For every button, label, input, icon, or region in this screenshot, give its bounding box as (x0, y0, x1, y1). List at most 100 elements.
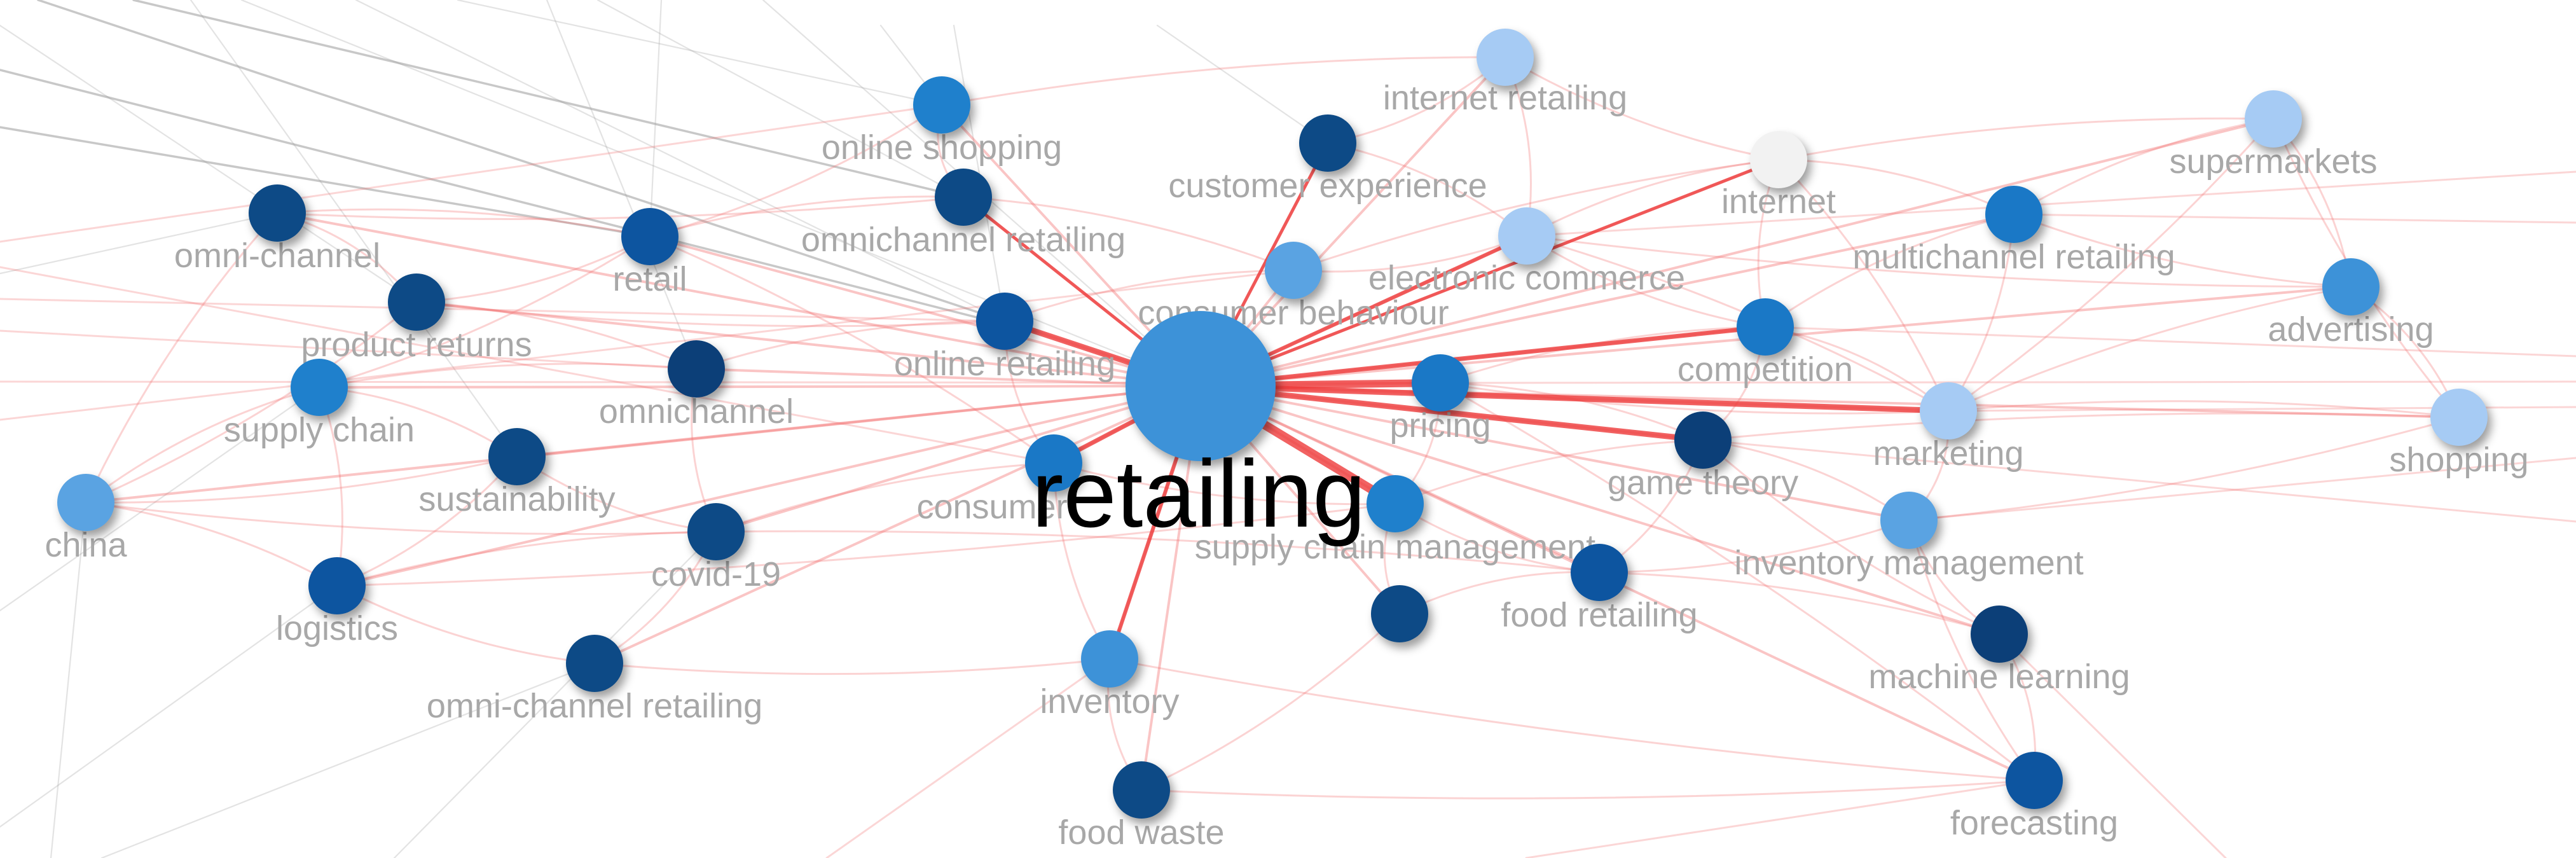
node-game-theory[interactable] (1674, 412, 1732, 469)
node-consumer[interactable] (1025, 434, 1082, 492)
node-consumer-behaviour[interactable] (1265, 242, 1322, 299)
node-label-covid-19: covid-19 (651, 555, 781, 593)
link-china-product-returns (85, 301, 417, 504)
node-omnichannel[interactable] (668, 340, 725, 398)
node-label-internet: internet (1721, 183, 1836, 221)
strong-link-retailing-internet (1199, 158, 1780, 388)
node-advertising[interactable] (2322, 258, 2380, 315)
link-retail-online-shopping (649, 104, 942, 238)
node-marketing[interactable] (1920, 382, 1977, 439)
link-forecasting-food-waste (1141, 779, 2035, 799)
link-retailing-china (85, 385, 1202, 504)
link-forecasting-pricing (1440, 382, 2035, 782)
node-multichannel-retailing[interactable] (1985, 186, 2042, 243)
link-multichannel-retailing-advertising (2013, 213, 2352, 288)
node-internet-retailing[interactable] (1477, 29, 1534, 86)
node-label-electronic-commerce: electronic commerce (1368, 259, 1685, 297)
link-edge-pricing (1439, 380, 2576, 384)
node-covid-19[interactable] (687, 503, 745, 560)
link-retailing-omnichannel (695, 368, 1202, 387)
node-label-retail: retail (612, 260, 687, 298)
node-inventory-management[interactable] (1880, 492, 1938, 549)
link-inventory-management-forecasting (1908, 520, 2035, 781)
node-product-returns[interactable] (388, 273, 445, 331)
strong-link-retailing-game-theory (1197, 383, 1706, 443)
node-customer-experience[interactable] (1299, 114, 1356, 172)
link-retailing-supermarkets (1199, 118, 2275, 387)
link-retailing-product-returns (415, 301, 1202, 387)
grey-link (189, 0, 518, 458)
node-logistics[interactable] (308, 557, 366, 614)
node-supply-chain-management[interactable] (1367, 475, 1424, 532)
node-node-unlabeled[interactable] (1371, 585, 1428, 642)
link-logistics-supply-chain-management (336, 502, 1396, 587)
node-label-supermarkets: supermarkets (2169, 142, 2377, 181)
link-omnichannel-retailing-consumer-behaviour (963, 196, 1294, 272)
link-consumer-behaviour-online-retailing (1004, 269, 1294, 322)
link-retailing-machine-learning (1199, 385, 2001, 635)
link-advertising-marketing (1948, 286, 2352, 412)
node-label-product-returns: product returns (301, 326, 532, 364)
link-retailing-inventory-management (1199, 385, 1910, 522)
node-china[interactable] (57, 474, 114, 531)
link-edge-multichannel-retailing (2013, 213, 2576, 224)
node-competition[interactable] (1737, 298, 1794, 356)
node-label-sustainability: sustainability (418, 480, 615, 518)
link-china-omni-channel (85, 212, 279, 503)
link-game-theory-machine-learning (1702, 439, 2000, 635)
node-food-waste[interactable] (1113, 761, 1170, 819)
link-consumer-supply-chain-management (1053, 462, 1396, 506)
link-china-sustainability (85, 455, 518, 504)
link-edge-electronic-commerce (1526, 170, 2576, 237)
node-omni-channel-retailing[interactable] (566, 635, 623, 692)
node-omni-channel[interactable] (249, 184, 306, 242)
link-retail-omnichannel-retailing (649, 195, 964, 238)
grey-link (355, 0, 1006, 322)
node-pricing[interactable] (1412, 354, 1469, 412)
link-product-returns-online-retailing (416, 301, 1005, 328)
node-online-shopping[interactable] (913, 76, 970, 134)
link-electronic-commerce-consumer-behaviour (1293, 235, 1527, 273)
node-retail[interactable] (621, 208, 678, 265)
link-logistics-omni-channel-retailing (336, 585, 595, 665)
link-internet-marketing (1777, 158, 1950, 412)
grey-link (0, 24, 418, 303)
node-retailing[interactable] (1126, 311, 1276, 461)
node-electronic-commerce[interactable] (1498, 207, 1555, 265)
grey-link (0, 126, 651, 238)
link-marketing-pricing (1440, 382, 1949, 415)
link-edge-competition (1764, 326, 2576, 357)
node-inventory[interactable] (1081, 630, 1138, 688)
node-forecasting[interactable] (2006, 752, 2063, 809)
node-label-omnichannel: omnichannel (599, 392, 794, 431)
grey-link (100, 662, 596, 858)
link-internet-multichannel-retailing (1778, 158, 2015, 216)
node-shopping[interactable] (2430, 389, 2488, 446)
node-supermarkets[interactable] (2245, 90, 2302, 148)
grey-link (0, 69, 993, 322)
node-food-retailing[interactable] (1571, 544, 1628, 601)
grey-link (132, 0, 965, 198)
link-internet-supermarkets (1778, 117, 2274, 161)
link-omni-channel-omnichannel-retailing (277, 196, 964, 220)
node-supply-chain[interactable] (291, 359, 348, 416)
link-china-supply-chain (85, 386, 320, 504)
link-logistics-covid-19 (336, 530, 717, 587)
link-retail-consumer (649, 235, 1054, 464)
link-edge-consumer-behaviour (0, 269, 1295, 421)
node-internet[interactable] (1750, 131, 1807, 188)
strong-link-retailing-competition (1198, 324, 1768, 389)
node-label-omnichannel-retailing: omnichannel retailing (801, 221, 1126, 259)
link-online-shopping-internet-retailing (941, 56, 1506, 106)
grey-link (1156, 24, 1329, 144)
link-supply-chain-retail (319, 235, 651, 389)
link-edge-consumer (0, 266, 1055, 464)
node-sustainability[interactable] (488, 428, 546, 485)
node-label-food-retailing: food retailing (1501, 596, 1697, 634)
grey-link (50, 501, 87, 858)
node-machine-learning[interactable] (1971, 605, 2028, 663)
node-label-china: china (45, 526, 127, 564)
node-online-retailing[interactable] (976, 293, 1033, 350)
node-omnichannel-retailing[interactable] (935, 169, 992, 226)
link-omni-channel-retail (277, 208, 651, 238)
